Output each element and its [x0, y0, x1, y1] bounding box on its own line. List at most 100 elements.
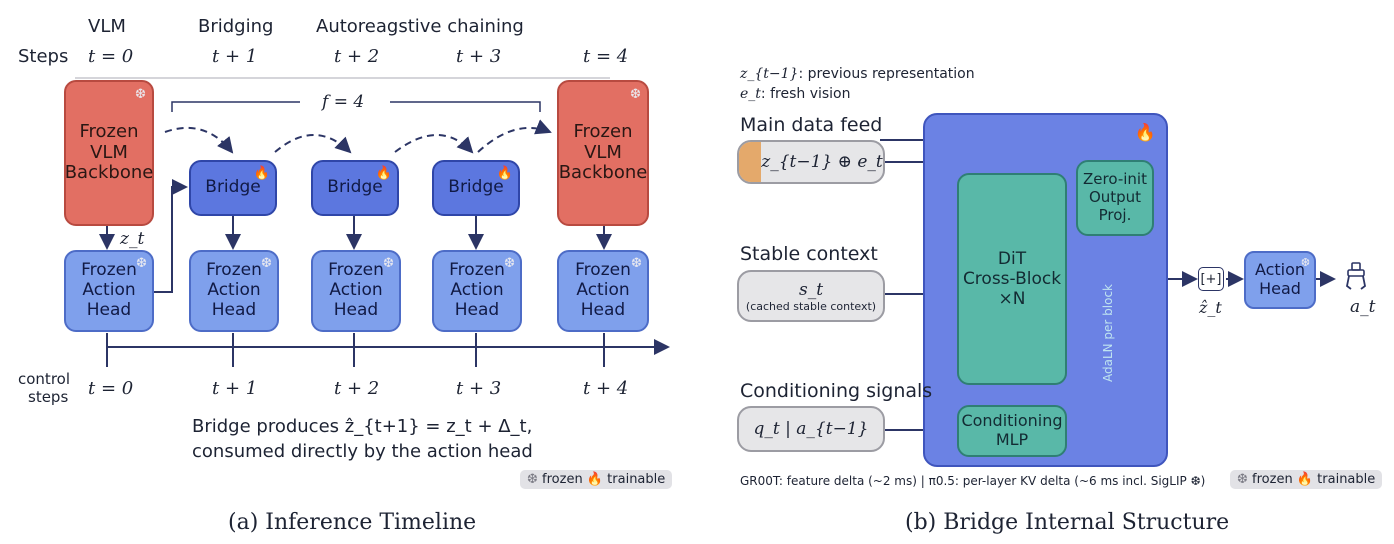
- snowflake-icon: ❆: [383, 256, 394, 271]
- zhat-label: ẑ_t: [1199, 298, 1222, 317]
- bridge-label: Bridge: [205, 177, 261, 198]
- adaln-label: AdaLN per block: [1101, 283, 1116, 383]
- def-fresh-symbol: e_t: [740, 86, 761, 102]
- vlm-line-2: VLM: [90, 141, 128, 163]
- vlm-line-3: Backbone: [64, 162, 154, 184]
- main-feed-input: z_{t−1} ⊕ e_t: [737, 140, 885, 184]
- cond-value: q_t | a_{t−1}: [753, 419, 869, 439]
- legend-left: ❆ frozen 🔥 trainable: [520, 470, 673, 489]
- interval-label: f = 4: [318, 92, 369, 112]
- snowflake-icon: ❆: [631, 256, 642, 271]
- def-prev-symbol: z_{t−1}: [740, 66, 799, 82]
- dit-line-1: DiT: [997, 248, 1027, 269]
- frozen-vlm-backbone-t0: Frozen VLM Backbone ❆: [64, 80, 154, 226]
- sum-symbol: [+]: [1200, 271, 1222, 287]
- cond-mlp-line-2: MLP: [995, 430, 1029, 449]
- head-line-3: Head: [580, 299, 626, 320]
- action-head-line-1: Action: [1254, 260, 1306, 280]
- head-line-3: Head: [86, 299, 132, 320]
- vlm-line-3: Backbone: [558, 162, 648, 184]
- legend-trainable: trainable: [1317, 472, 1376, 487]
- control-label-1: control: [18, 370, 70, 388]
- frozen-action-head-t4: Frozen Action Head ❆: [557, 250, 649, 332]
- head-line-2: Action: [329, 280, 383, 301]
- dit-cross-block: DiT Cross-Block ×N: [957, 173, 1067, 385]
- head-line-3: Head: [454, 299, 500, 320]
- frozen-action-head-t2: Frozen Action Head ❆: [311, 250, 401, 332]
- step-1: t + 1: [212, 46, 258, 67]
- subtitle-a: (a) Inference Timeline: [228, 510, 477, 535]
- snowflake-icon: ❆: [136, 256, 147, 271]
- head-line-2: Action: [82, 280, 136, 301]
- at-label: a_t: [1350, 297, 1376, 317]
- flame-icon: 🔥: [375, 166, 392, 181]
- step-4: t = 4: [583, 46, 629, 67]
- dit-line-3: ×N: [998, 289, 1026, 310]
- flame-icon: 🔥: [1296, 472, 1314, 487]
- step-3: t + 3: [456, 46, 502, 67]
- bridge-t3: Bridge 🔥: [432, 160, 520, 216]
- def-prev-text: : previous representation: [798, 66, 975, 82]
- control-step-0: t = 0: [88, 378, 134, 399]
- zero-init-line-1: Zero-init: [1083, 170, 1147, 189]
- def-prev: z_{t−1}: previous representation: [740, 66, 975, 82]
- step-2: t + 2: [334, 46, 380, 67]
- snowflake-icon: ❆: [630, 87, 641, 102]
- def-fresh: e_t: fresh vision: [740, 86, 851, 102]
- conditioning-mlp: Conditioning MLP: [957, 405, 1067, 457]
- cond-mlp-line-1: Conditioning: [961, 411, 1063, 431]
- main-feed-label: Main data feed: [740, 114, 883, 136]
- stable-context-input: s_t (cached stable context): [737, 270, 885, 322]
- head-line-2: Action: [450, 280, 504, 301]
- phase-chaining: Autoreagstive chaining: [316, 16, 524, 37]
- stable-label: Stable context: [740, 243, 878, 265]
- legend-trainable: trainable: [607, 472, 666, 487]
- legend-right: ❆ frozen 🔥 trainable: [1230, 470, 1383, 489]
- caption-line-1: Bridge produces ẑ_{t+1} = z_t + Δ_t,: [192, 416, 533, 437]
- phase-vlm: VLM: [88, 16, 126, 37]
- vlm-line-1: Frozen: [573, 120, 633, 142]
- frozen-vlm-backbone-t4: Frozen VLM Backbone ❆: [557, 80, 649, 226]
- zero-init-line-2: Output: [1088, 188, 1142, 207]
- head-line-1: Frozen: [328, 260, 384, 281]
- footnote: GR00T: feature delta (~2 ms) | π0.5: per…: [740, 474, 1206, 488]
- phase-bridging: Bridging: [198, 16, 274, 37]
- bridge-t1: Bridge 🔥: [189, 160, 277, 216]
- legend-frozen: frozen: [542, 472, 583, 487]
- bridge-t2: Bridge 🔥: [311, 160, 399, 216]
- action-head: Action Head ❆: [1244, 251, 1316, 309]
- stable-value: s_t: [798, 279, 824, 300]
- sum-node: [+]: [1198, 267, 1224, 291]
- zt-label: z_t: [120, 229, 145, 249]
- steps-label: Steps: [18, 46, 69, 67]
- frozen-action-head-t1: Frozen Action Head ❆: [189, 250, 279, 332]
- control-step-4: t + 4: [583, 378, 629, 399]
- subtitle-b: (b) Bridge Internal Structure: [905, 510, 1230, 535]
- snowflake-icon: ❆: [135, 87, 146, 102]
- control-step-2: t + 2: [334, 378, 380, 399]
- bridge-label: Bridge: [448, 177, 504, 198]
- caption-line-2: consumed directly by the action head: [192, 441, 533, 462]
- flame-icon: 🔥: [586, 472, 604, 487]
- frozen-action-head-t0: Frozen Action Head ❆: [64, 250, 154, 332]
- head-line-3: Head: [211, 299, 257, 320]
- def-fresh-text: : fresh vision: [760, 86, 851, 102]
- action-head-line-2: Head: [1259, 279, 1301, 298]
- flame-icon: 🔥: [253, 166, 270, 181]
- head-line-1: Frozen: [449, 260, 505, 281]
- cond-label: Conditioning signals: [740, 380, 933, 402]
- snowflake-icon: ❆: [527, 472, 538, 487]
- snowflake-icon: ❆: [1300, 256, 1310, 269]
- head-line-1: Frozen: [575, 260, 631, 281]
- flame-icon: 🔥: [496, 166, 513, 181]
- vlm-line-2: VLM: [584, 141, 622, 163]
- snowflake-icon: ❆: [1237, 472, 1248, 487]
- conditioning-input: q_t | a_{t−1}: [737, 406, 885, 452]
- zero-init-line-3: Proj.: [1098, 205, 1132, 224]
- control-step-1: t + 1: [212, 378, 258, 399]
- head-line-1: Frozen: [206, 260, 262, 281]
- head-line-1: Frozen: [81, 260, 137, 281]
- frozen-action-head-t3: Frozen Action Head ❆: [432, 250, 522, 332]
- orange-tab: [739, 142, 761, 182]
- head-line-3: Head: [333, 299, 379, 320]
